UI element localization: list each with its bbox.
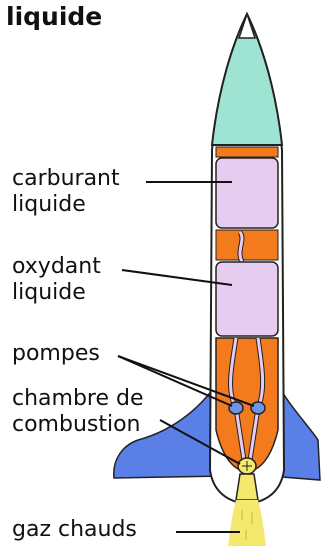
- label-fuel-line1: carburant: [12, 168, 120, 190]
- nozzle: [236, 474, 258, 500]
- label-chamber-line2: combustion: [12, 414, 141, 436]
- label-fuel-line2: liquide: [12, 194, 86, 216]
- pump-left: [229, 402, 243, 414]
- fuel-tank: [216, 158, 278, 228]
- label-oxidizer-line2: liquide: [12, 282, 86, 304]
- oxidizer-tank: [216, 262, 278, 336]
- pump-right: [251, 402, 265, 414]
- engine-section: [216, 338, 278, 472]
- upper-bulkhead: [216, 147, 278, 157]
- label-chamber-line1: chambre de: [12, 388, 144, 410]
- label-oxidizer-line1: oxydant: [12, 256, 101, 278]
- exhaust-flame: [228, 500, 266, 546]
- diagram-title: liquide: [6, 4, 102, 30]
- label-exhaust: gaz chauds: [12, 519, 137, 541]
- inter-tank-section: [216, 230, 278, 260]
- label-pumps: pompes: [12, 343, 100, 365]
